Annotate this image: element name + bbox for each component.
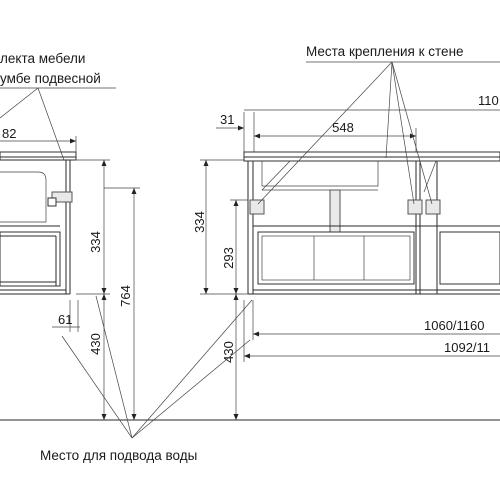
front-bracket-3 (425, 199, 441, 215)
dim-right-110: 110 (478, 93, 499, 108)
dim-right-31: 31 (220, 112, 234, 127)
side-basin (0, 171, 47, 223)
side-top-slab (0, 151, 77, 161)
front-basin (261, 161, 379, 187)
front-drawer (257, 231, 415, 285)
dim-right-334: 334 (192, 211, 207, 233)
dim-right-1060: 1060/1160 (424, 318, 485, 333)
dim-left-430: 430 (88, 333, 103, 355)
water-supply-annotation: Место для подвода воды (40, 295, 253, 463)
dim-right-548: 548 (332, 120, 354, 135)
dim-left-334: 334 (88, 231, 103, 253)
side-wall-bracket (51, 191, 73, 203)
front-bracket-1 (249, 199, 265, 215)
front-view: 31 548 110 (192, 44, 500, 420)
side-view: 82 61 334 764 430 лекта мебели умбе подв… (0, 51, 500, 421)
dim-right-430: 430 (221, 341, 236, 363)
kit-label-line1: лекта мебели (0, 51, 85, 66)
kit-label-line2: умбе подвесной (0, 71, 101, 86)
dim-right-1092: 1092/11 (444, 340, 490, 355)
side-drawer (0, 231, 61, 287)
mount-points-label: Места крепления к стене (306, 44, 464, 59)
front-bracket-2 (407, 199, 423, 215)
dim-left-764: 764 (118, 285, 133, 307)
dim-right-293: 293 (221, 247, 236, 269)
water-supply-label: Место для подвода воды (40, 448, 197, 463)
dim-left-top-width: 82 (2, 126, 16, 141)
dim-left-61: 61 (58, 312, 72, 327)
